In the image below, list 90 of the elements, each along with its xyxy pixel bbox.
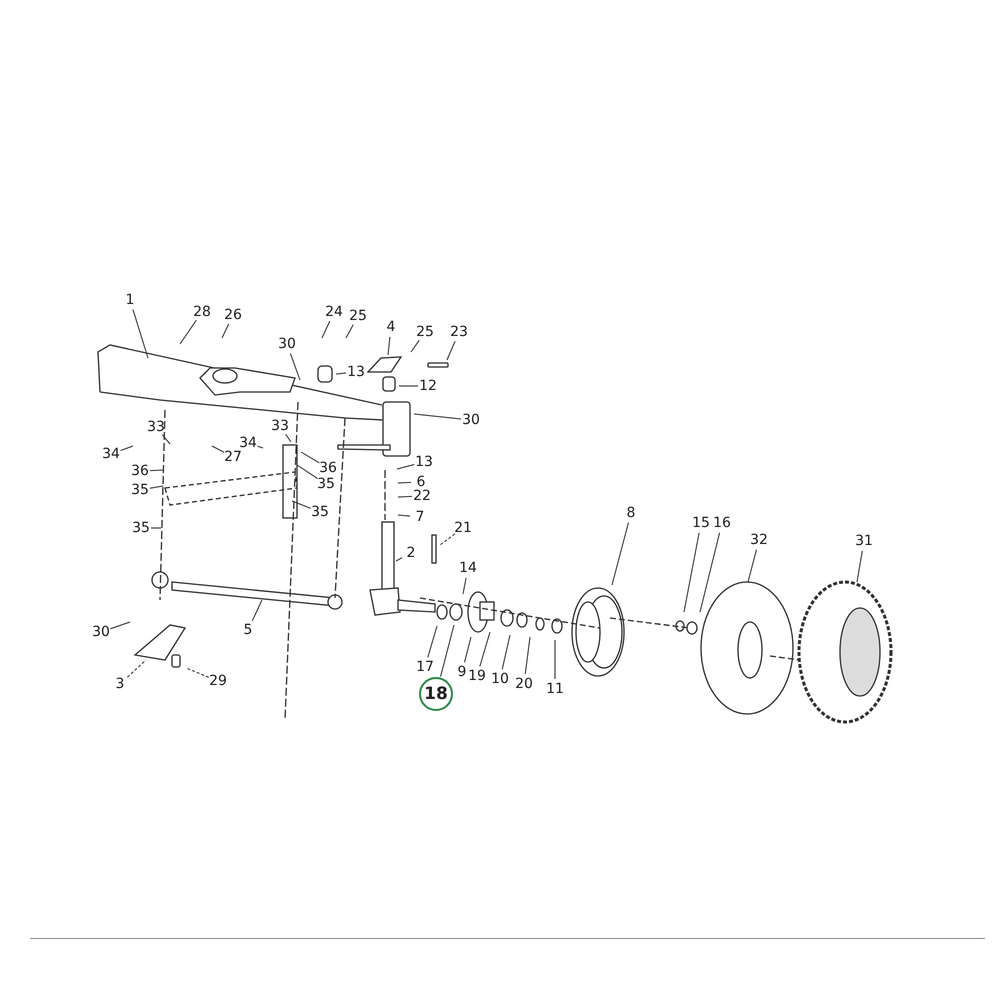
leader-line (212, 446, 225, 453)
leader-line (440, 533, 456, 546)
callout-number: 19 (468, 668, 486, 684)
leader-line (290, 352, 300, 380)
callout-number: 35 (317, 476, 335, 492)
callout-number: 24 (325, 304, 343, 320)
callout-number: 8 (626, 505, 636, 521)
callout-number: 12 (419, 378, 437, 394)
leader-line (285, 434, 292, 442)
leader-line (110, 622, 130, 630)
leader-line (150, 470, 164, 472)
callout-number: 15 (692, 515, 710, 531)
leader-line (700, 532, 720, 612)
leader-line (398, 514, 411, 517)
leader-line (684, 532, 700, 612)
leader-line (856, 550, 863, 582)
callout-number: 13 (347, 364, 365, 380)
leader-line (256, 446, 264, 448)
callout-number: 36 (319, 460, 337, 476)
callout-number: 13 (415, 454, 433, 470)
callout-number: 23 (450, 324, 468, 340)
leader-line (162, 434, 170, 444)
callout-number: 28 (193, 304, 211, 320)
callout-number: 34 (102, 446, 120, 462)
leader-line (336, 372, 347, 374)
callout-number: 27 (224, 449, 242, 465)
callout-number: 16 (713, 515, 731, 531)
callout-number: 35 (311, 504, 329, 520)
callout-number: 11 (546, 681, 564, 697)
leader-line (300, 452, 320, 464)
leader-line (440, 624, 454, 678)
leader-line (410, 340, 420, 352)
leader-line (222, 324, 230, 338)
callout-number: 7 (416, 509, 424, 525)
callout-number: 36 (131, 463, 149, 479)
leader-line (446, 340, 456, 360)
callout-number: 33 (271, 418, 289, 434)
callout-number: 6 (416, 474, 426, 490)
callout-number: 26 (224, 307, 242, 323)
leader-line (322, 320, 330, 338)
callout-number: 10 (491, 671, 509, 687)
leader-line (462, 577, 467, 594)
callout-number: 35 (131, 482, 149, 498)
leader-line (398, 496, 412, 498)
leader-line (414, 414, 462, 420)
leader-line (186, 668, 210, 678)
callout-number: 35 (132, 520, 150, 536)
leader-line (479, 632, 490, 667)
leader-line (346, 324, 354, 338)
callout-number: 25 (349, 308, 367, 324)
leader-line (396, 557, 403, 562)
callout-number: 30 (92, 624, 110, 640)
leader-line (120, 446, 134, 452)
callout-number: 18 (419, 677, 453, 711)
leader-line (296, 464, 318, 480)
callout-number: 4 (386, 319, 396, 335)
callout-number: 33 (147, 419, 165, 435)
callout-number: 2 (406, 545, 416, 561)
leader-line (388, 336, 390, 356)
leader-line (524, 636, 530, 675)
callout-number: 3 (116, 676, 124, 692)
callout-number: 17 (416, 659, 434, 675)
callout-number: 9 (458, 664, 466, 680)
callout-number: 34 (239, 435, 257, 451)
callout-number: 30 (278, 336, 296, 352)
callout-number: 21 (454, 520, 472, 536)
callout-number: 22 (413, 488, 431, 504)
leader-line (427, 626, 438, 658)
callout-number: 5 (244, 622, 252, 638)
leader-line (149, 486, 164, 489)
leader-line (180, 320, 197, 344)
leader-line (252, 600, 262, 622)
callout-number: 30 (462, 412, 480, 428)
leader-line (292, 500, 312, 509)
callout-number: 25 (416, 324, 434, 340)
leader-line (612, 522, 629, 586)
callout-number: 1 (126, 292, 134, 308)
leader-line (748, 549, 757, 582)
callout-number: 20 (515, 676, 533, 692)
callout-number: 32 (750, 532, 768, 548)
leader-line (132, 309, 148, 358)
leader-line (398, 482, 412, 484)
leader-line (126, 660, 146, 678)
callout-number: 31 (855, 533, 873, 549)
leader-line (464, 636, 472, 663)
leader-line (396, 464, 415, 470)
leader-line (554, 640, 556, 680)
callout-number: 14 (459, 560, 477, 576)
callout-number: 29 (209, 673, 227, 689)
leader-line (502, 634, 510, 670)
